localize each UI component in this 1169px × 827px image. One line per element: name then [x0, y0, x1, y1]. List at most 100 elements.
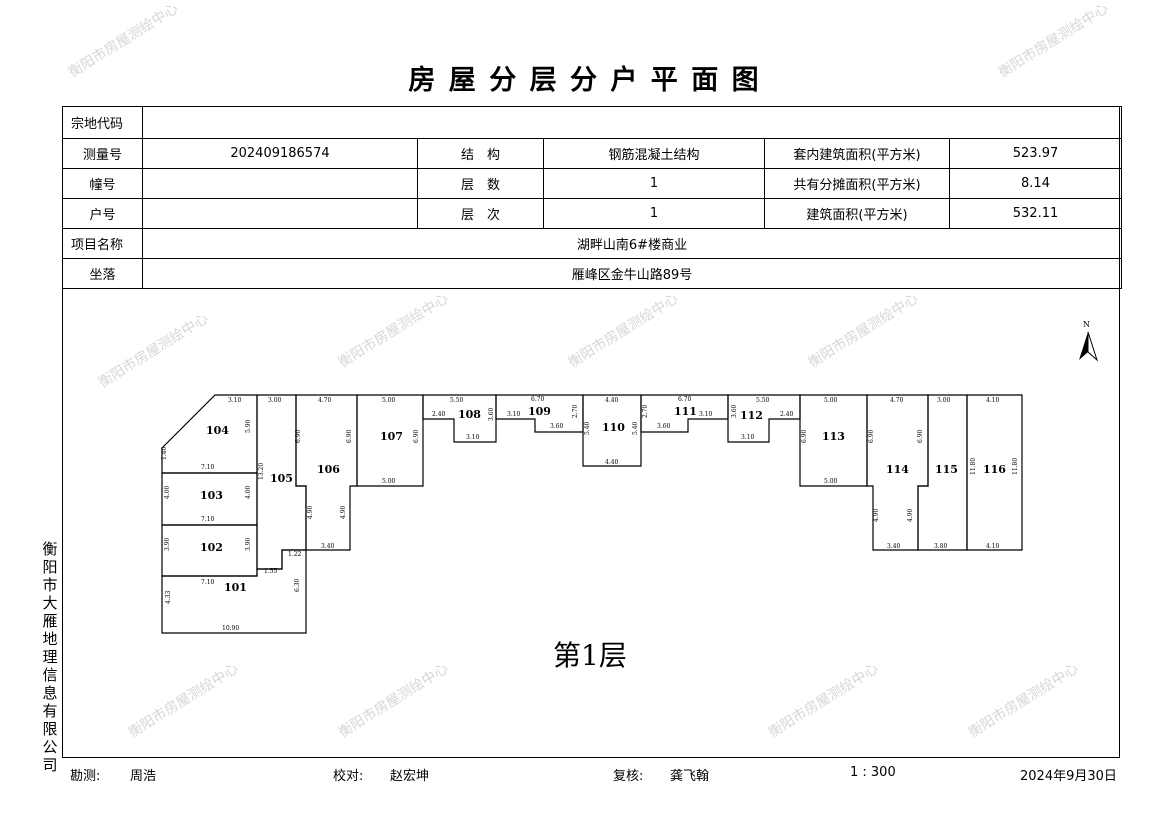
location-value: 雁峰区金牛山路89号 [142, 258, 1122, 289]
checker-name: 赵宏坤 [390, 769, 430, 784]
dimension-label: 4.90 [340, 505, 347, 519]
dimension-label: 3.60 [550, 423, 564, 430]
dimension-label: 2.70 [642, 404, 649, 418]
dimension-label: 5.50 [756, 397, 770, 404]
room-label: 115 [935, 463, 958, 476]
dimension-label: 4.10 [986, 543, 1000, 550]
room-label: 104 [206, 424, 229, 437]
dimension-label: 2.70 [572, 404, 579, 418]
dimension-label: 11.80 [970, 458, 977, 475]
total-area-label: 建筑面积(平方米) [764, 198, 950, 229]
dimension-label: 6.90 [346, 429, 353, 443]
reviewer-label: 复核: [613, 769, 644, 784]
dimension-label: 7.10 [201, 579, 215, 586]
dimension-label: 13.20 [258, 463, 265, 480]
dimension-label: 1.22 [288, 551, 302, 558]
dimension-label: 5.50 [450, 397, 464, 404]
dimension-label: 3.80 [934, 543, 948, 550]
company-vertical-text: 衡阳市大雁地理信息有限公司 [42, 540, 58, 774]
floors-value: 1 [543, 168, 765, 199]
dimension-label: 6.30 [294, 578, 301, 592]
dimension-label: 4.33 [165, 590, 172, 604]
dimension-label: 6.90 [413, 429, 420, 443]
total-area-value: 532.11 [949, 198, 1122, 229]
dimension-label: 3.10 [466, 434, 480, 441]
inner-area-label: 套内建筑面积(平方米) [764, 138, 950, 169]
dimension-label: 6.90 [801, 429, 808, 443]
dimension-label: 1.55 [264, 568, 278, 575]
dimension-label: 3.10 [741, 434, 755, 441]
dimension-label: 5.00 [382, 397, 396, 404]
room-label: 110 [602, 421, 625, 434]
dimension-label: 5.00 [824, 478, 838, 485]
reviewer-name: 龚飞翰 [670, 769, 710, 784]
dimension-label: 4.70 [890, 397, 904, 404]
dimension-label: 3.60 [657, 423, 671, 430]
building-value [142, 168, 418, 199]
project-label: 项目名称 [62, 228, 143, 259]
dimension-label: 3.10 [228, 397, 242, 404]
floor-value: 1 [543, 198, 765, 229]
dimension-label: 3.10 [507, 411, 521, 418]
dimension-label: 3.40 [321, 543, 335, 550]
date: 2024年9月30日 [1020, 769, 1117, 784]
dimension-label: 3.60 [731, 404, 738, 418]
dimension-label: 5.90 [245, 419, 252, 433]
dimension-label: 3.00 [268, 397, 282, 404]
room-label: 111 [674, 405, 697, 418]
dimension-label: 6.90 [917, 429, 924, 443]
room-label: 105 [270, 472, 293, 485]
building-label: 幢号 [62, 168, 143, 199]
room-110-outline [582, 394, 642, 467]
shared-area-value: 8.14 [949, 168, 1122, 199]
dimension-label: 4.70 [318, 397, 332, 404]
dimension-label: 2.40 [780, 411, 794, 418]
dimension-label: 3.00 [937, 397, 951, 404]
room-107-outline [356, 394, 424, 487]
room-label: 106 [317, 463, 340, 476]
dimension-label: 5.40 [632, 421, 639, 435]
floor-caption: 第1层 [553, 639, 627, 672]
dimension-label: 6.70 [531, 396, 545, 403]
survey-label: 测量号 [62, 138, 143, 169]
scale: 1 : 300 [850, 765, 896, 780]
room-label: 107 [380, 430, 403, 443]
dimension-label: 5.00 [382, 478, 396, 485]
dimension-label: 4.40 [605, 397, 619, 404]
north-label: N [1083, 320, 1090, 329]
dimension-label: 3.90 [164, 537, 171, 551]
room-116-outline [966, 394, 1023, 551]
room-label: 103 [200, 489, 223, 502]
room-label: 101 [224, 581, 247, 594]
checker-label: 校对: [333, 769, 364, 784]
room-label: 102 [200, 541, 223, 554]
north-arrow-icon: N [1079, 320, 1099, 362]
room-label: 114 [886, 463, 909, 476]
room-label: 108 [458, 408, 481, 421]
room-label: 109 [528, 405, 551, 418]
dimension-label: 5.40 [584, 421, 591, 435]
dimension-label: 3.40 [887, 543, 901, 550]
structure-label: 结 构 [417, 138, 544, 169]
dimension-label: 4.10 [986, 397, 1000, 404]
dimension-label: 3.10 [699, 411, 713, 418]
page-title: 房 屋 分 层 分 户 平 面 图 [408, 65, 761, 96]
room-label: 112 [740, 409, 763, 422]
dimension-label: 4.00 [164, 485, 171, 499]
surveyor-label: 勘测: [70, 769, 101, 784]
dimension-label: 4.40 [605, 459, 619, 466]
inner-area-value: 523.97 [949, 138, 1122, 169]
dimension-label: 6.70 [678, 396, 692, 403]
room-label: 113 [822, 430, 845, 443]
dimension-label: 11.80 [1012, 458, 1019, 475]
dimension-label: 5.00 [824, 397, 838, 404]
dimension-label: 2.40 [432, 411, 446, 418]
surveyor-name: 周浩 [130, 769, 157, 784]
dimension-label: 6.90 [868, 429, 875, 443]
dimension-label: 7.10 [201, 464, 215, 471]
dimension-label: 4.90 [873, 508, 880, 522]
dimension-label: 4.90 [907, 508, 914, 522]
dimension-label: 4.00 [245, 485, 252, 499]
